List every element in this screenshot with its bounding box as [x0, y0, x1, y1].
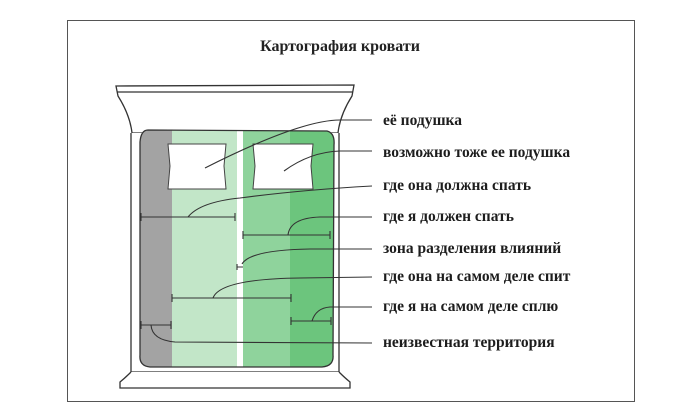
label-unknown-territory: неизвестная территория	[383, 334, 555, 351]
footboard	[119, 371, 351, 389]
label-where-she-actually-sleeps: где она на самом деле спит	[383, 268, 571, 285]
label-where-i-should-sleep: где я должен спать	[383, 208, 514, 225]
pillow-left	[167, 143, 227, 190]
zone-gray	[139, 130, 172, 367]
label-where-she-should-sleep: где она должна спать	[383, 177, 532, 194]
label-maybe-her-pillow: возможно тоже ее подушка	[383, 144, 571, 161]
label-where-i-actually-sleep: где я на самом деле сплю	[383, 298, 559, 315]
zone-white-gap	[237, 130, 243, 367]
label-her-pillow: её подушка	[383, 112, 462, 129]
diagram-title: Картография кровати	[260, 38, 420, 55]
mattress-outline	[139, 129, 335, 368]
pillow-right	[252, 143, 314, 190]
leader-lines	[140, 119, 373, 344]
diagram-frame	[67, 20, 635, 402]
label-separation-zone: зона разделения влияний	[383, 240, 562, 257]
